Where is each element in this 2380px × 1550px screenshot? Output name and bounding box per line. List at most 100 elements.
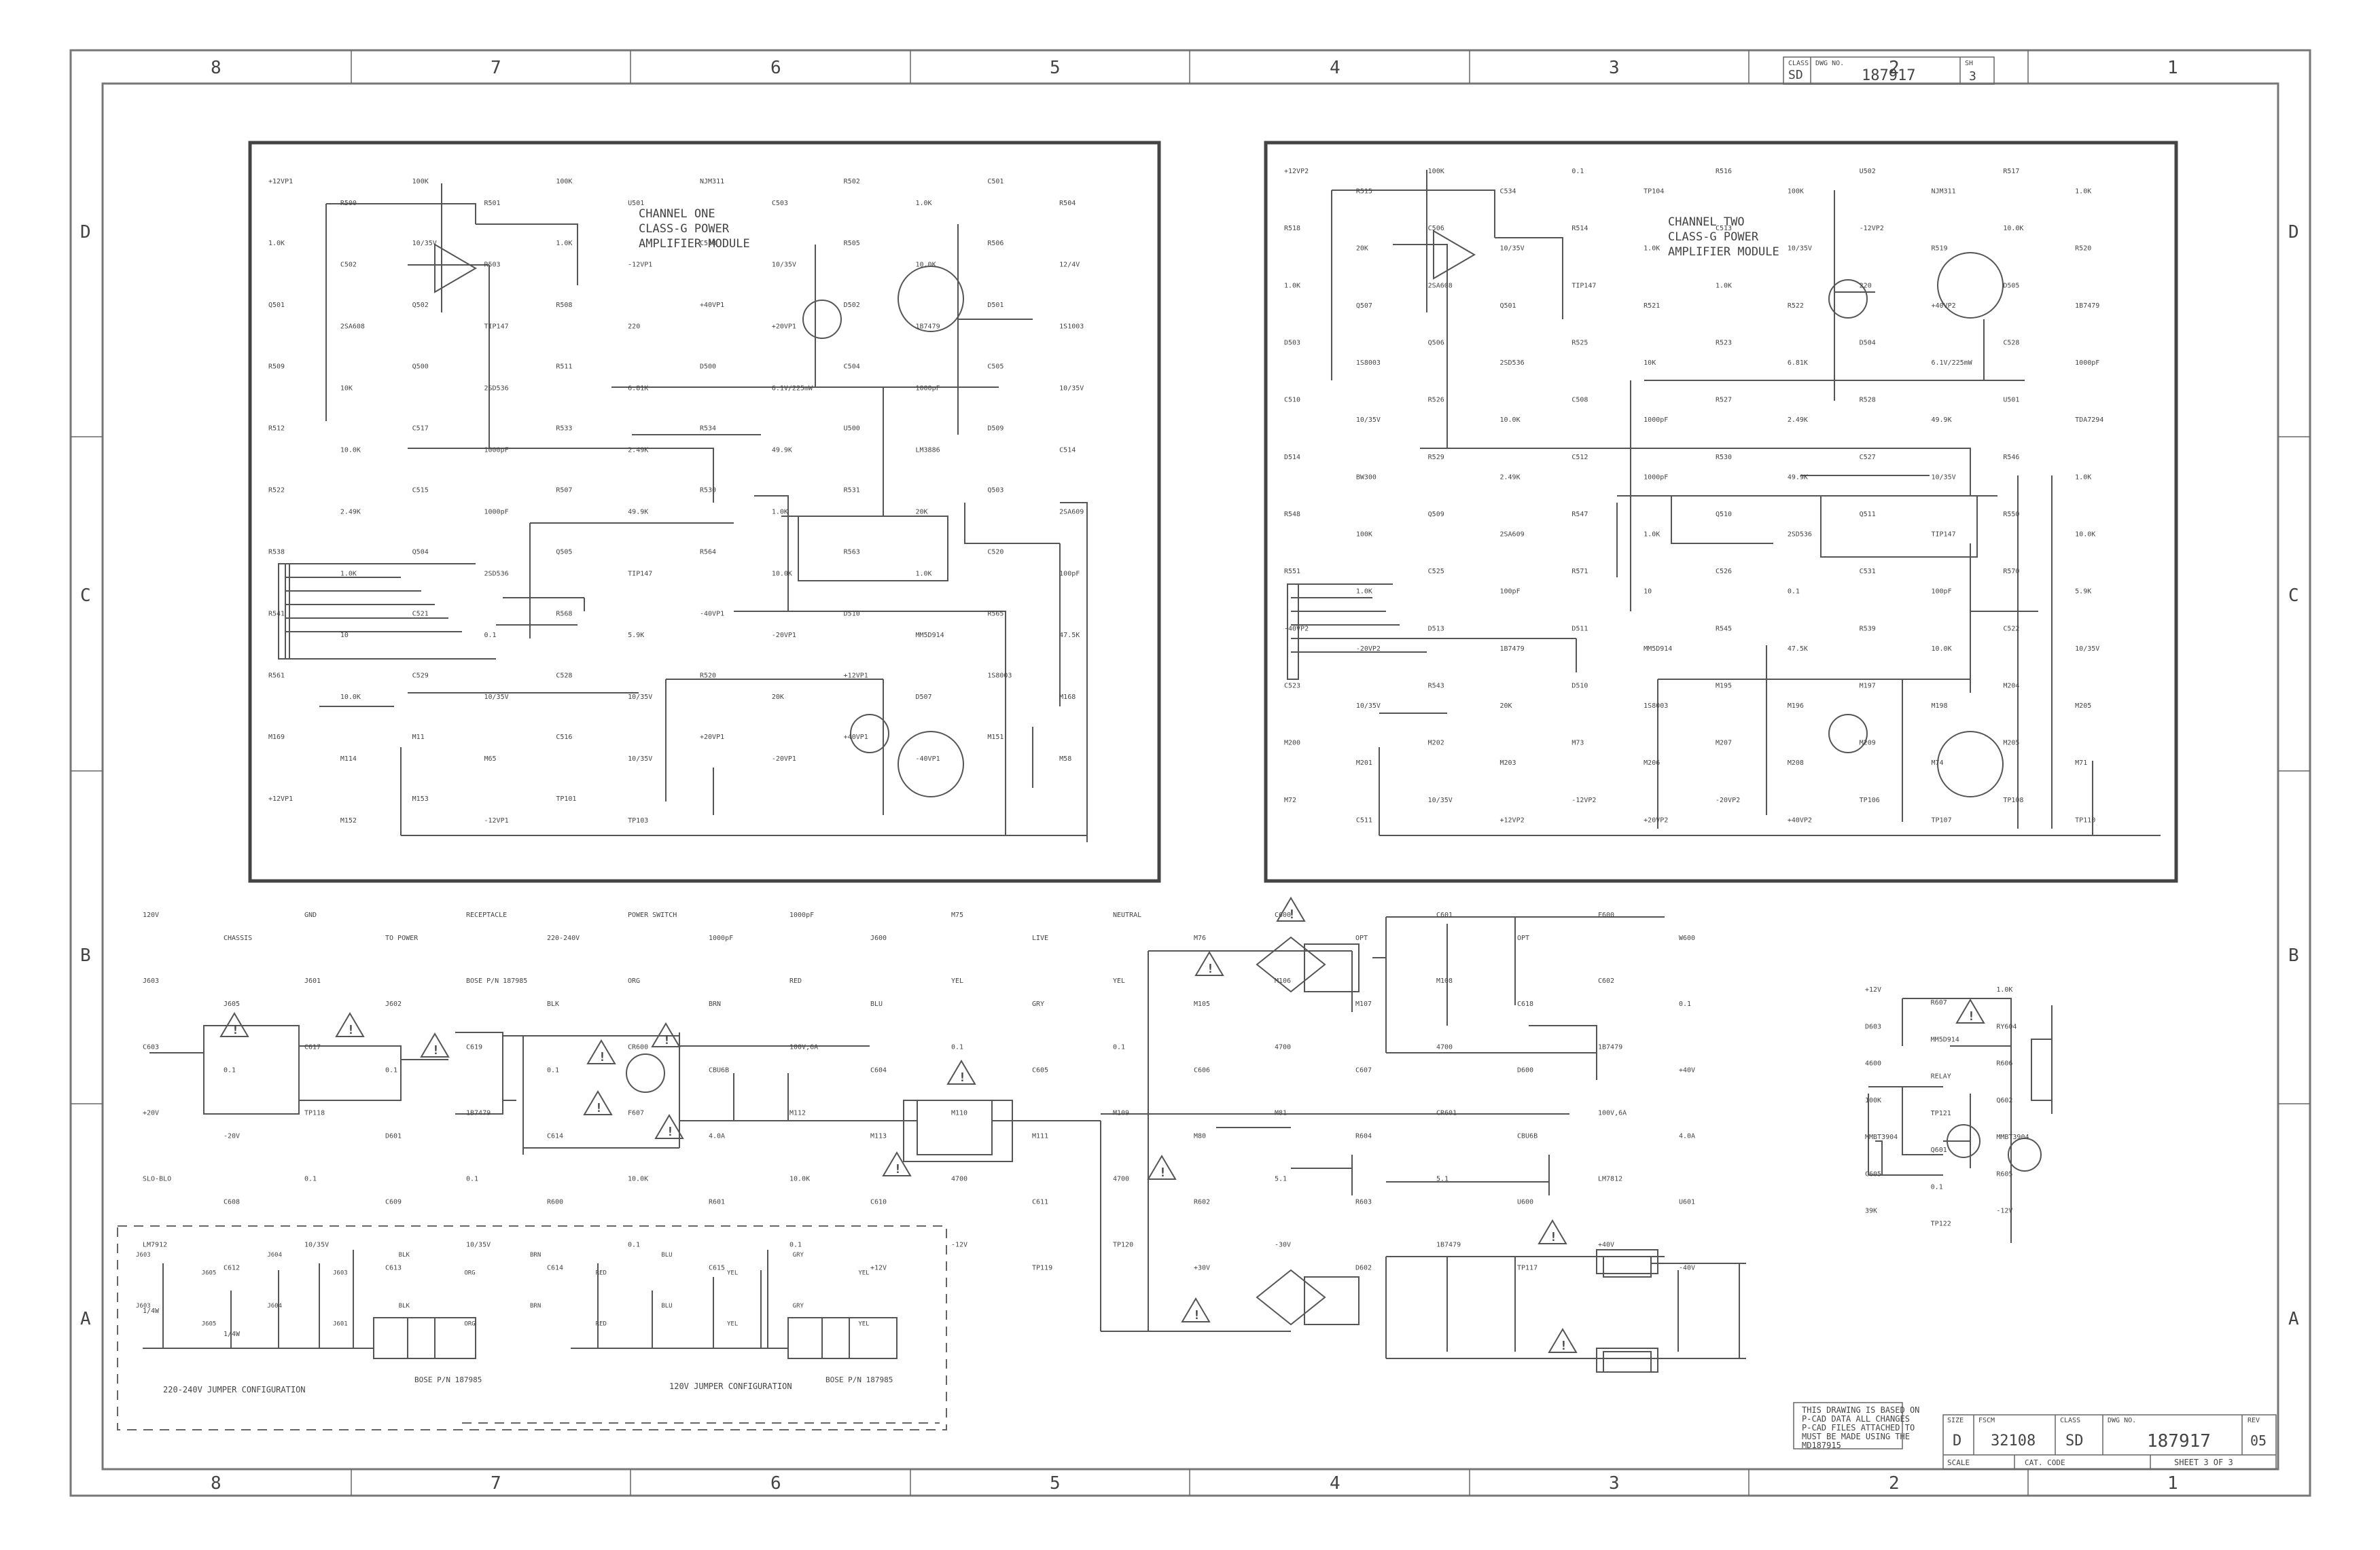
component-label: 5.9K [628, 632, 644, 639]
component-label: YEL [951, 977, 963, 985]
component-label: -12VP1 [628, 262, 652, 269]
component-label: NEUTRAL [1113, 912, 1141, 919]
component-label: M71 [2075, 759, 2087, 767]
warning-mark: ! [1207, 962, 1214, 976]
component-label: RED [596, 1269, 607, 1276]
component-label: U502 [1860, 168, 1876, 175]
component-label: M196 [1788, 702, 1804, 710]
component-label: BW300 [1356, 473, 1377, 481]
component-label: R601 [709, 1199, 725, 1206]
component-label: 1B7479 [1500, 645, 1525, 653]
component-label: TP104 [1644, 187, 1664, 195]
outer-border [69, 49, 2311, 1497]
component-label: R568 [556, 610, 572, 617]
component-label: C518 [700, 240, 716, 247]
component-label: 1000pF [1644, 416, 1668, 424]
component-label: R521 [1644, 302, 1660, 310]
component-label: -40VP1 [916, 755, 940, 763]
component-label: J603 [143, 977, 159, 985]
warning-mark: ! [1193, 1308, 1201, 1322]
component-label: M113 [870, 1132, 887, 1140]
component-label: 0.1 [304, 1176, 317, 1183]
component-label: 10 [1644, 588, 1652, 596]
relay-wiring [1868, 998, 2053, 1243]
component-label: MM5D914 [916, 632, 944, 639]
component-label: 47.5K [1059, 632, 1080, 639]
component-label: MM5D914 [1644, 645, 1672, 653]
component-label: 2SD536 [484, 385, 509, 393]
component-label: D504 [1860, 340, 1876, 347]
component-label: 1.0K [556, 240, 572, 247]
warning-mark: ! [432, 1043, 440, 1058]
component-label: M106 [1275, 977, 1291, 985]
component-label: 6.1V/225mW [772, 385, 813, 393]
component-label: 2SA609 [1059, 508, 1084, 516]
warning-triangle-icon [335, 1012, 365, 1037]
component-label: M80 [1194, 1132, 1206, 1140]
warning-triangle-icon [1955, 998, 1985, 1024]
component-label: 4.0A [709, 1132, 725, 1140]
component-label: 0.1 [1571, 168, 1584, 175]
component-label: R507 [556, 487, 572, 494]
component-label: 49.9K [772, 446, 792, 454]
component-label: +40V [1679, 1066, 1695, 1074]
component-label: J605 [224, 1001, 240, 1008]
component-label: C504 [844, 363, 860, 371]
component-label: TIP147 [1932, 530, 1956, 538]
component-label: 1000pF [916, 385, 940, 393]
component-label: M209 [1860, 740, 1876, 747]
component-label: J602 [385, 1001, 402, 1008]
component-label: -20VP1 [772, 632, 796, 639]
component-label: 0.1 [547, 1066, 559, 1074]
component-label: R539 [1860, 625, 1876, 632]
component-label: C609 [385, 1199, 402, 1206]
component-label: 220-240V [547, 935, 580, 942]
component-label: 10/35V [412, 240, 437, 247]
component-label: R548 [1284, 511, 1300, 518]
warning-mark: ! [663, 1033, 671, 1047]
component-label: 100K [1788, 187, 1804, 195]
component-label: 10K [1644, 359, 1656, 367]
component-label: Q601 [1931, 1147, 1947, 1154]
component-label: M197 [1860, 683, 1876, 690]
jumper-right-caption: 120V JUMPER CONFIGURATION [669, 1382, 792, 1391]
header-sh-label: SH [1965, 60, 1973, 67]
component-label: GRY [1032, 1001, 1044, 1008]
component-label: 1000pF [2075, 359, 2099, 367]
component-label: 1000pF [789, 912, 814, 919]
channel-two-components [1287, 230, 2004, 797]
warning-triangle-icon [420, 1032, 450, 1058]
component-label: RED [789, 977, 802, 985]
component-label: F600 [1598, 912, 1614, 919]
component-label: C611 [1032, 1199, 1048, 1206]
component-label: 4600 [1865, 1060, 1881, 1068]
component-label: 220 [628, 323, 640, 331]
component-label: 10.0K [628, 1176, 648, 1183]
component-label: R520 [2075, 245, 2091, 253]
component-label: C618 [1517, 1001, 1533, 1008]
component-label: -40VP2 [1284, 625, 1309, 632]
component-label: 1000pF [484, 508, 509, 516]
component-label: 10/35V [304, 1242, 329, 1249]
component-label: C614 [547, 1132, 563, 1140]
component-label: Q502 [412, 302, 429, 309]
component-label: CHASSIS [224, 935, 252, 942]
component-label: M198 [1932, 702, 1948, 710]
component-label: 0.1 [385, 1066, 397, 1074]
zone-column-label: 1 [2167, 58, 2178, 78]
component-label: 2SA608 [1428, 282, 1453, 289]
component-label: D514 [1284, 454, 1300, 461]
component-label: C601 [1436, 912, 1453, 919]
component-label: YEL [858, 1269, 869, 1276]
component-label: J601 [333, 1320, 348, 1327]
component-label: Q503 [987, 487, 1003, 494]
component-label: R561 [268, 672, 285, 679]
component-label: C614 [547, 1265, 563, 1272]
component-label: J603 [333, 1269, 348, 1276]
component-label: D602 [1355, 1265, 1372, 1272]
component-label: R516 [1716, 168, 1732, 175]
warning-mark: ! [1550, 1230, 1557, 1244]
